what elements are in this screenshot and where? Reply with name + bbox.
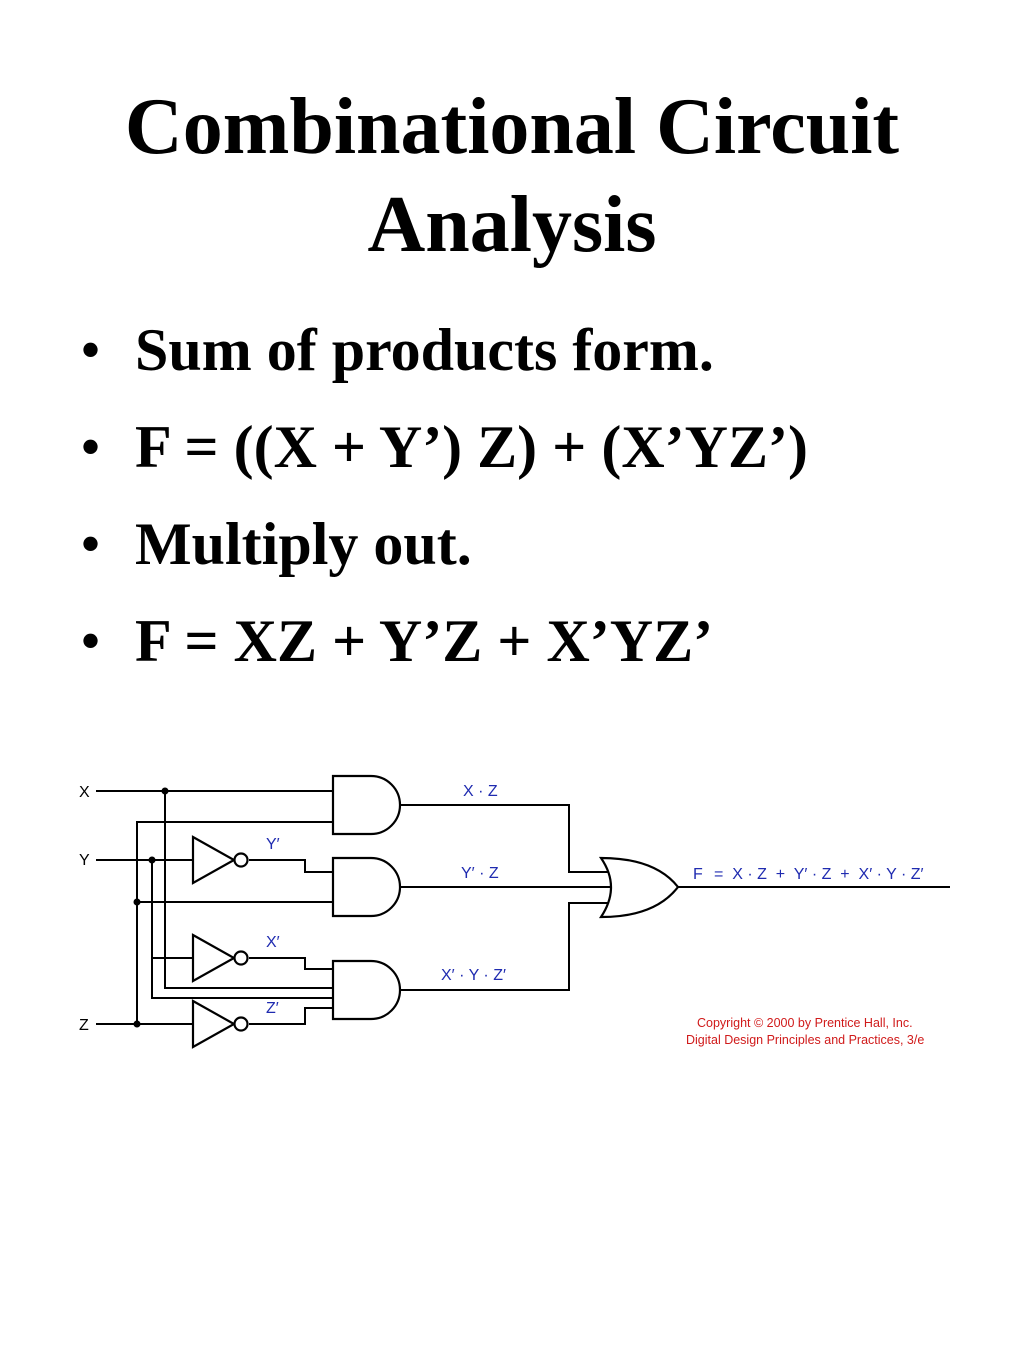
and-gate-x-y-z — [331, 959, 402, 1021]
copyright-line-1: Copyright © 2000 by Prentice Hall, Inc. — [697, 1016, 913, 1030]
junction-dot — [161, 787, 169, 795]
inverter-z — [191, 999, 249, 1049]
wire-y — [96, 859, 333, 999]
wire-and-outputs — [400, 804, 614, 991]
bullet-marker: • — [80, 414, 102, 480]
wire-x — [96, 790, 333, 989]
wire-inverter-outputs — [249, 859, 333, 1025]
label-x-not: X′ — [266, 934, 280, 951]
and-gate-y-z — [331, 856, 402, 918]
junction-dot — [133, 898, 141, 906]
output-label-f: F — [693, 866, 703, 883]
inverter-y — [191, 835, 249, 885]
bullet-text: F = ((X + Y’) Z) + (X’YZ’) — [135, 414, 808, 480]
and-gate-xz — [331, 774, 402, 836]
input-label-x: X — [79, 784, 90, 801]
bullet-marker: • — [80, 511, 102, 577]
junction-dots — [133, 787, 169, 1028]
title-line-1: Combinational Circuit — [124, 83, 900, 171]
bullet-text: F = XZ + Y’Z + X’YZ’ — [135, 608, 714, 674]
bullet-text: Sum of products form. — [135, 317, 714, 383]
bullet-marker: • — [80, 608, 102, 674]
label-x-z: X · Z — [463, 783, 498, 800]
copyright-line-2: Digital Design Principles and Practices,… — [686, 1033, 924, 1047]
bullet-text: Multiply out. — [135, 511, 472, 577]
title-line-2: Analysis — [367, 181, 657, 269]
junction-dot — [148, 856, 156, 864]
label-x-not-y-z-not: X′ · Y · Z′ — [441, 967, 506, 984]
label-y-not-z: Y′ · Z — [461, 865, 499, 882]
junction-dot — [133, 1020, 141, 1028]
slide-title: Combinational Circuit Analysis — [0, 78, 1024, 274]
label-z-not: Z′ — [266, 1000, 279, 1017]
label-y-not: Y′ — [266, 836, 280, 853]
input-label-y: Y — [79, 852, 90, 869]
output-expression: = X · Z + Y′ · Z + X′ · Y · Z′ — [714, 866, 924, 883]
wire-z — [96, 821, 333, 1025]
inverter-x — [191, 933, 249, 983]
or-gate — [598, 856, 680, 919]
bullet-marker: • — [80, 317, 102, 383]
input-label-z: Z — [79, 1017, 89, 1034]
